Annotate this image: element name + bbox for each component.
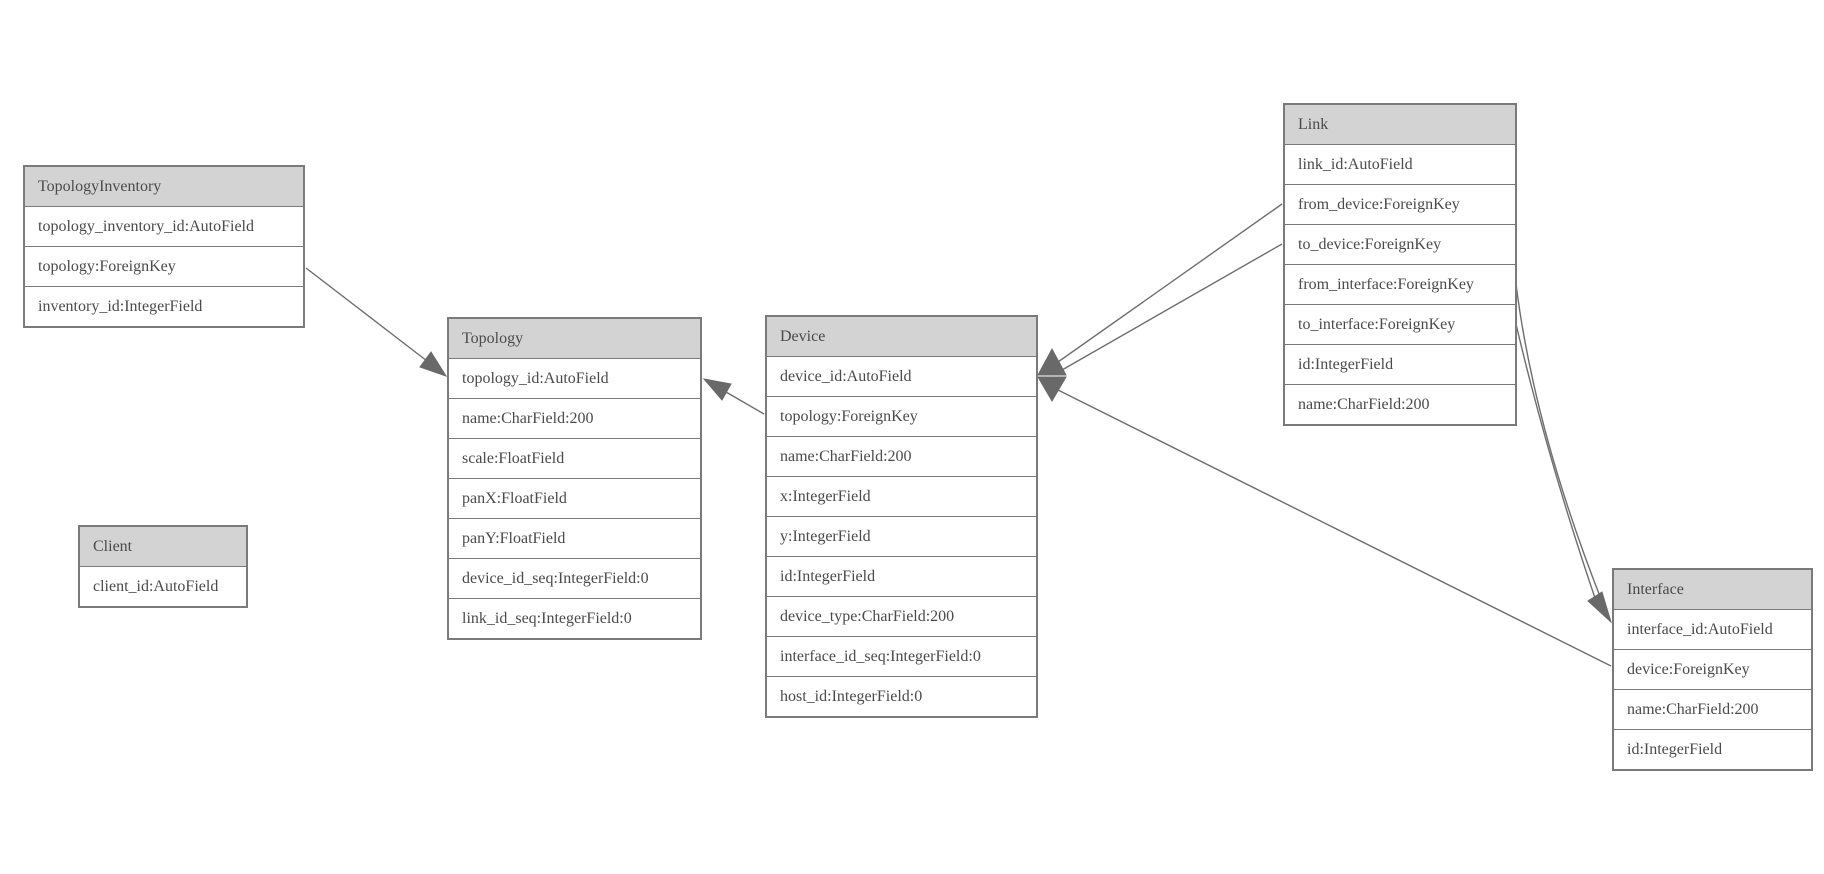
field-row: client_id:AutoField [80,567,246,606]
edge-device-topology [725,391,765,415]
entity-title: Interface [1614,570,1811,610]
entity-interface: Interface interface_id:AutoField device:… [1612,568,1813,771]
field-row: link_id:AutoField [1285,145,1515,185]
field-row: from_interface:ForeignKey [1285,265,1515,305]
entity-title: TopologyInventory [25,167,303,207]
field-row: id:IntegerField [1285,345,1515,385]
field-row: to_device:ForeignKey [1285,225,1515,265]
entity-title: Link [1285,105,1515,145]
entity-title: Topology [449,319,700,359]
arrowhead-topology-right [702,378,732,401]
edge-link-from-device [1057,203,1283,363]
arrowhead-device-upper [1037,347,1067,376]
field-row: topology_inventory_id:AutoField [25,207,303,247]
field-row: name:CharField:200 [767,437,1036,477]
field-row: topology:ForeignKey [767,397,1036,437]
field-row: from_device:ForeignKey [1285,185,1515,225]
entity-device: Device device_id:AutoField topology:Fore… [765,315,1038,718]
entity-topologyinventory: TopologyInventory topology_inventory_id:… [23,165,305,328]
field-row: id:IntegerField [767,557,1036,597]
field-row: device_id:AutoField [767,357,1036,397]
field-row: name:CharField:200 [1285,385,1515,424]
field-row: host_id:IntegerField:0 [767,677,1036,716]
field-row: interface_id_seq:IntegerField:0 [767,637,1036,677]
field-row: device_type:CharField:200 [767,597,1036,637]
field-row: x:IntegerField [767,477,1036,517]
field-row: id:IntegerField [1614,730,1811,769]
entity-title: Device [767,317,1036,357]
field-row: topology_id:AutoField [449,359,700,399]
field-row: panX:FloatField [449,479,700,519]
edge-link-from-interface [1515,283,1602,600]
edge-link-to-device [1061,243,1283,371]
field-row: device:ForeignKey [1614,650,1811,690]
field-row: scale:FloatField [449,439,700,479]
field-row: topology:ForeignKey [25,247,303,287]
field-row: link_id_seq:IntegerField:0 [449,599,700,638]
field-row: y:IntegerField [767,517,1036,557]
arrowhead-device-lower [1037,376,1067,402]
edge-topologyinventory-topology [305,267,428,362]
entity-topology: Topology topology_id:AutoField name:Char… [447,317,702,640]
arrowhead-topology-left [419,351,448,377]
entity-title: Client [80,527,246,567]
field-row: interface_id:AutoField [1614,610,1811,650]
field-row: name:CharField:200 [1614,690,1811,730]
field-row: name:CharField:200 [449,399,700,439]
edge-link-to-interface [1515,323,1598,605]
entity-client: Client client_id:AutoField [78,525,248,608]
field-row: panY:FloatField [449,519,700,559]
field-row: to_interface:ForeignKey [1285,305,1515,345]
edge-interface-device [1057,389,1612,667]
entity-link: Link link_id:AutoField from_device:Forei… [1283,103,1517,426]
field-row: inventory_id:IntegerField [25,287,303,326]
field-row: device_id_seq:IntegerField:0 [449,559,700,599]
arrowhead-interface-left [1587,591,1612,624]
